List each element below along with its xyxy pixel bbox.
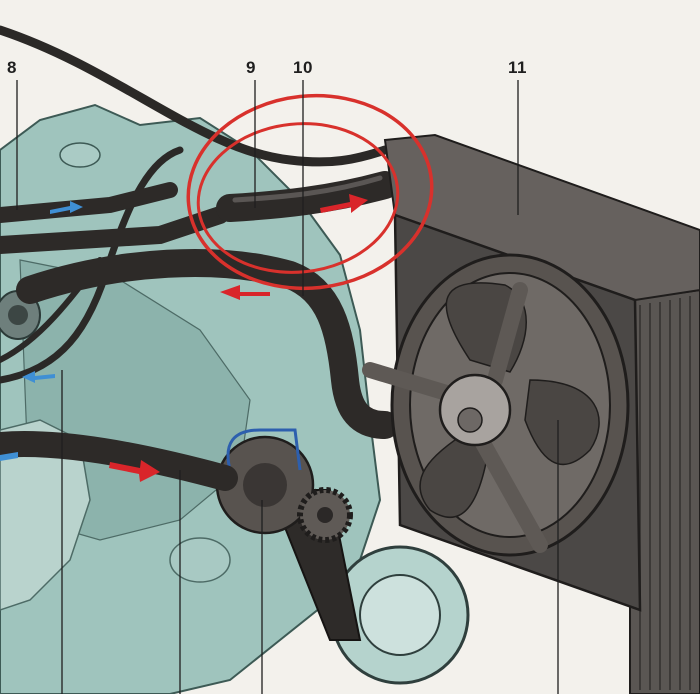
fan-blade-3 [419, 429, 491, 519]
engine-boss [169, 537, 231, 583]
water-pump-bracket-blue [226, 428, 302, 471]
water-pump-inlet-hose [0, 431, 238, 491]
exhaust-manifold [0, 419, 91, 611]
blue-flow-arrow-icon [0, 452, 18, 461]
callout-11: 11 [508, 58, 527, 77]
blue-flow-arrow-icon [50, 201, 83, 214]
radiator-supply-hose-highlight [232, 175, 383, 203]
water-pump-hub [243, 463, 287, 507]
callout-8: 8 [7, 58, 17, 77]
oil-filler-cap [59, 142, 101, 168]
thermostat-housing-port [8, 305, 28, 325]
crankshaft-pulley-inner [359, 574, 441, 656]
red-flow-arrow-icon [109, 460, 160, 482]
callout-10: 10 [293, 58, 313, 77]
water-pump-sprocket-center [317, 507, 333, 523]
red-flow-arrow-icon [220, 285, 270, 300]
blue-flow-arrow-icon [22, 371, 55, 383]
heater-supply-hose [0, 182, 178, 223]
expansion-tank-hose [0, 25, 390, 167]
red-flow-arrow-icon [320, 194, 368, 213]
radiator-fins [639, 296, 691, 690]
fan-blade-2 [524, 379, 600, 466]
radiator-supply-hose [216, 171, 399, 222]
highlight-ellipse-inner [196, 122, 400, 274]
callout-9: 9 [246, 58, 256, 77]
radiator-return-hose [16, 249, 399, 439]
fan-motor-hub-center [457, 407, 483, 433]
leader-line-bottom [61, 370, 559, 694]
highlight-ellipse-outer [186, 93, 434, 291]
heater-return-hose [0, 206, 229, 254]
